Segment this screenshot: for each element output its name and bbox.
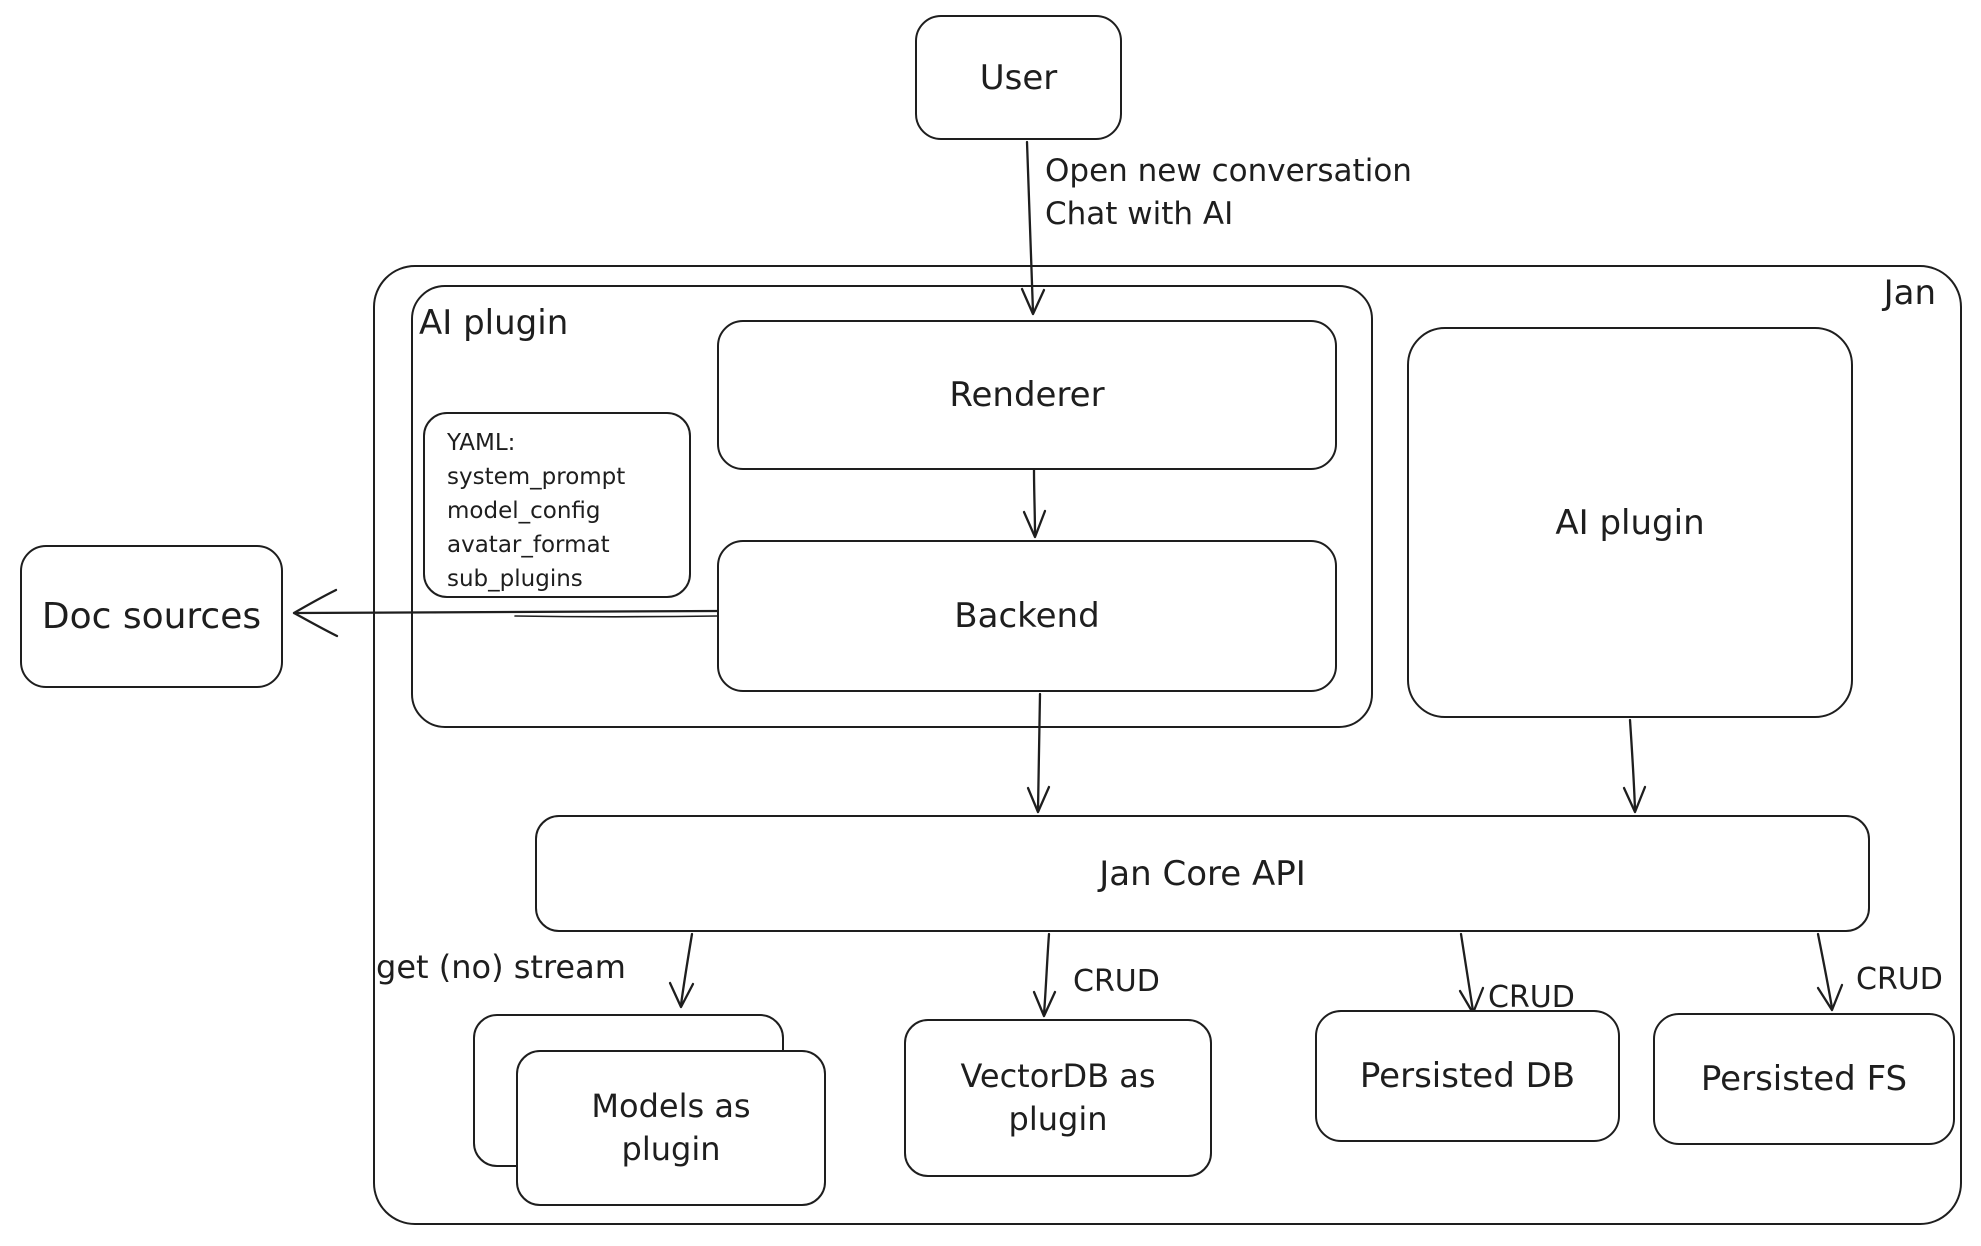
- jan-core-api-node: Jan Core API: [535, 815, 1870, 932]
- vectordb-node: VectorDB as plugin: [904, 1019, 1212, 1177]
- ai-plugin-node: AI plugin: [1407, 327, 1853, 718]
- get-no-stream-label: get (no) stream: [376, 948, 626, 986]
- models-node-label-line2: plugin: [621, 1130, 721, 1168]
- backend-node-label: Backend: [954, 596, 1100, 636]
- arrowhead-backend-to-docsources: [292, 588, 339, 638]
- persisted-db-node-label: Persisted DB: [1359, 1056, 1576, 1096]
- crud-label-persisted-fs: CRUD: [1856, 962, 1943, 997]
- crud-label-vectordb: CRUD: [1073, 964, 1160, 999]
- user-edge-label-line2: Chat with AI: [1045, 196, 1234, 233]
- user-node: User: [915, 15, 1122, 140]
- crud-label-persisted-db: CRUD: [1488, 980, 1575, 1015]
- yaml-line: YAML:: [447, 430, 516, 456]
- models-node-label-line1: Models as: [591, 1086, 751, 1125]
- yaml-line: model_config: [447, 498, 601, 524]
- persisted-db-node: Persisted DB: [1315, 1010, 1620, 1142]
- doc-sources-node: Doc sources: [20, 545, 283, 688]
- renderer-node: Renderer: [717, 320, 1337, 470]
- persisted-fs-node-label: Persisted FS: [1700, 1059, 1908, 1099]
- models-node: Models as plugin: [516, 1050, 826, 1206]
- ai-plugin-node-label: AI plugin: [1555, 502, 1705, 543]
- user-node-label: User: [979, 57, 1058, 98]
- yaml-line: system_prompt: [447, 464, 626, 490]
- persisted-fs-node: Persisted FS: [1653, 1013, 1955, 1145]
- jan-core-api-node-label: Jan Core API: [1099, 853, 1306, 894]
- ai-plugin-container: AI plugin: [411, 285, 1373, 728]
- vectordb-node-label-line1: VectorDB as: [960, 1056, 1156, 1095]
- yaml-note-text: YAML: system_prompt model_config avatar_…: [447, 426, 625, 596]
- yaml-line: avatar_format: [447, 532, 610, 558]
- user-edge-label: Open new conversation Chat with AI: [1045, 150, 1412, 237]
- jan-container-label: Jan: [1883, 273, 1936, 313]
- backend-node: Backend: [717, 540, 1337, 692]
- yaml-line: sub_plugins: [447, 566, 583, 592]
- doc-sources-node-label: Doc sources: [41, 596, 262, 637]
- yaml-note: YAML: system_prompt model_config avatar_…: [423, 412, 691, 598]
- jan-container: Jan: [373, 265, 1962, 1225]
- vectordb-node-label-line2: plugin: [1008, 1100, 1108, 1138]
- renderer-node-label: Renderer: [949, 375, 1105, 415]
- user-edge-label-line1: Open new conversation: [1045, 153, 1412, 189]
- ai-plugin-container-label: AI plugin: [419, 303, 569, 343]
